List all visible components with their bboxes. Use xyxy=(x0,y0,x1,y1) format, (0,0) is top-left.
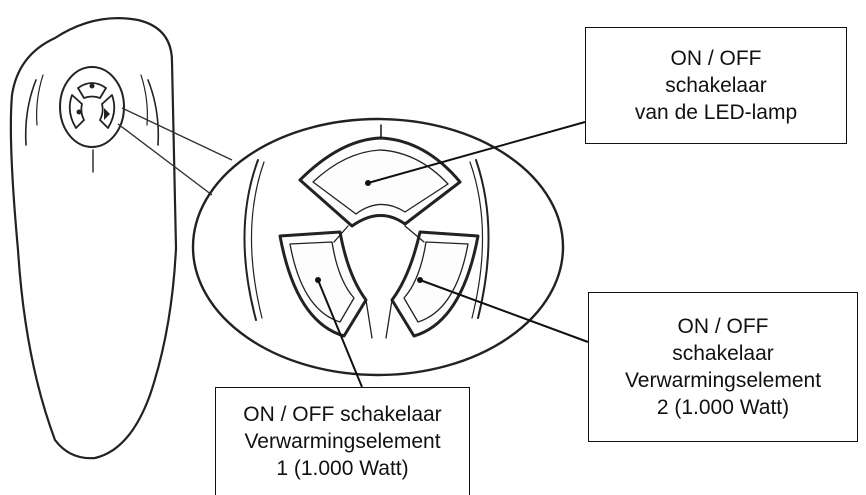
leader-lines xyxy=(317,121,589,388)
remote-control xyxy=(9,17,178,460)
callout-led-line-1: ON / OFF xyxy=(670,47,762,70)
callout-heat1-line-3: 1 (1.000 Watt) xyxy=(276,457,409,480)
enlarged-outline xyxy=(191,117,565,377)
callout-heat1-line-1: ON / OFF schakelaar xyxy=(243,403,442,426)
callout-heat2-line-2: schakelaar xyxy=(672,342,774,365)
remote-button-left xyxy=(68,94,85,129)
callout-heat2-line-3: Verwarmingselement xyxy=(624,369,822,392)
callout-led-line-2: schakelaar xyxy=(665,74,767,97)
leader-dots xyxy=(315,180,423,283)
enlarged-button-right xyxy=(390,230,480,338)
remote-button-cluster xyxy=(59,66,125,148)
enlarged-button-left xyxy=(278,230,368,338)
leader-heat2 xyxy=(419,279,589,343)
callout-heat2-line-1: ON / OFF xyxy=(677,315,769,338)
callout-heating-element-2: ON / OFF schakelaar Verwarmingselement 2… xyxy=(588,292,858,442)
callout-heat2-line-4: 2 (1.000 Watt) xyxy=(656,396,790,419)
leader-heat1 xyxy=(317,279,363,388)
remote-button-right xyxy=(99,94,116,129)
enlarged-button-top xyxy=(298,136,462,228)
callout-heat1-line-2: Verwarmingselement xyxy=(244,430,441,453)
enlarged-button-cluster xyxy=(191,117,565,377)
callout-heating-element-1: ON / OFF schakelaar Verwarmingselement 1… xyxy=(215,387,470,495)
magnification-lines xyxy=(117,107,233,196)
remote-button-top xyxy=(77,82,107,99)
callout-led-line-3: van de LED-lamp xyxy=(634,101,798,124)
remote-outline xyxy=(9,17,178,460)
leader-led xyxy=(367,121,586,184)
callout-led-lamp: ON / OFF schakelaar van de LED-lamp xyxy=(585,27,847,144)
